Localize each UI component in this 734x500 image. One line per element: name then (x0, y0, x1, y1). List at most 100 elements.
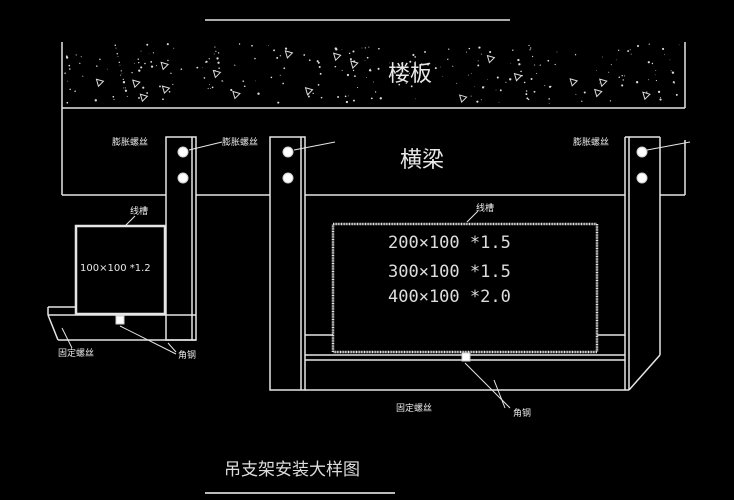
speckle (595, 70, 597, 71)
speckle (452, 65, 454, 67)
speckle (282, 82, 284, 85)
speckle (525, 93, 528, 96)
speckle (209, 83, 211, 85)
speckle (369, 69, 372, 72)
speckle (574, 54, 577, 56)
speckle (150, 60, 153, 63)
speckle (155, 65, 157, 67)
speckle (168, 90, 171, 93)
speckle (121, 73, 123, 75)
speckle (509, 78, 512, 81)
speckle (251, 44, 253, 47)
fixing-screw-label: 固定螺丝 (58, 349, 95, 359)
speckle (583, 91, 586, 94)
aggregate-mark (513, 72, 523, 82)
leader-lines (61, 141, 691, 409)
speckle (610, 64, 612, 66)
speckle (477, 64, 480, 67)
angle-steel-label: 角钢 (513, 409, 532, 419)
speckle (120, 70, 122, 72)
speckle (170, 72, 172, 74)
speckle (119, 64, 121, 66)
small-tray-size: 100×100 *1.2 (80, 263, 151, 274)
speckle (648, 79, 649, 81)
speckle (217, 52, 220, 54)
speckle (341, 49, 343, 50)
speckle (483, 86, 485, 87)
beam-label: 横梁 (400, 148, 445, 173)
speckle (255, 80, 256, 82)
aggregate-mark (599, 78, 608, 88)
speckle (651, 62, 654, 65)
speckle (378, 47, 380, 50)
tray-size-3: 400×100 *2.0 (388, 287, 511, 307)
angle-steel-label: 角钢 (178, 351, 197, 361)
speckle (137, 58, 139, 60)
speckle (476, 100, 479, 103)
speckle (480, 99, 482, 101)
speckle (478, 46, 481, 49)
speckle (529, 47, 532, 49)
speckle (622, 79, 624, 81)
speckle (133, 63, 135, 65)
speckle (276, 56, 279, 59)
speckle (211, 86, 214, 89)
expansion-screw-label: 膨胀螺丝 (112, 138, 149, 148)
speckle (398, 83, 401, 86)
speckle (68, 64, 71, 67)
speckle (608, 71, 610, 73)
speckle (334, 47, 337, 50)
aggregate-mark (212, 69, 222, 79)
speckle (150, 65, 154, 68)
speckle (166, 43, 169, 46)
speckle (167, 59, 169, 62)
speckle (544, 85, 546, 87)
speckle (657, 90, 661, 94)
speckle (496, 76, 499, 79)
speckle (234, 64, 236, 66)
speckle (352, 69, 355, 72)
speckle (414, 56, 417, 58)
speckle (486, 79, 488, 81)
speckle (527, 98, 530, 101)
speckle (242, 80, 245, 82)
speckle (648, 43, 650, 45)
speckle (74, 91, 75, 92)
speckle (534, 64, 536, 66)
speckle (615, 59, 617, 61)
speckle (120, 74, 122, 76)
speckle (213, 53, 215, 55)
speckle (621, 75, 623, 77)
speckle (113, 99, 115, 101)
speckle (400, 63, 402, 65)
speckle (348, 52, 351, 55)
speckle (115, 47, 117, 49)
speckle (267, 45, 269, 47)
speckle (222, 80, 224, 82)
speckle (106, 68, 108, 70)
speckle (124, 87, 126, 89)
speckle (366, 77, 368, 79)
speckle (66, 80, 68, 82)
speckle (532, 55, 534, 58)
speckle (205, 61, 207, 63)
speckle (319, 72, 322, 75)
speckle (79, 62, 81, 65)
speckle (308, 59, 311, 62)
speckle (655, 79, 658, 82)
aggregate-mark (160, 61, 170, 71)
speckle (547, 59, 550, 62)
bolt-icons (115, 146, 648, 362)
speckle (539, 64, 541, 66)
aggregate-mark (232, 90, 241, 100)
speckle (138, 61, 140, 64)
speckle (94, 99, 97, 102)
speckle (316, 60, 319, 63)
speckle (635, 81, 639, 84)
cable-tray-label: 线槽 (130, 207, 149, 217)
speckle (629, 49, 631, 51)
speckle (489, 50, 492, 54)
speckle (346, 73, 350, 77)
speckle (173, 47, 175, 49)
